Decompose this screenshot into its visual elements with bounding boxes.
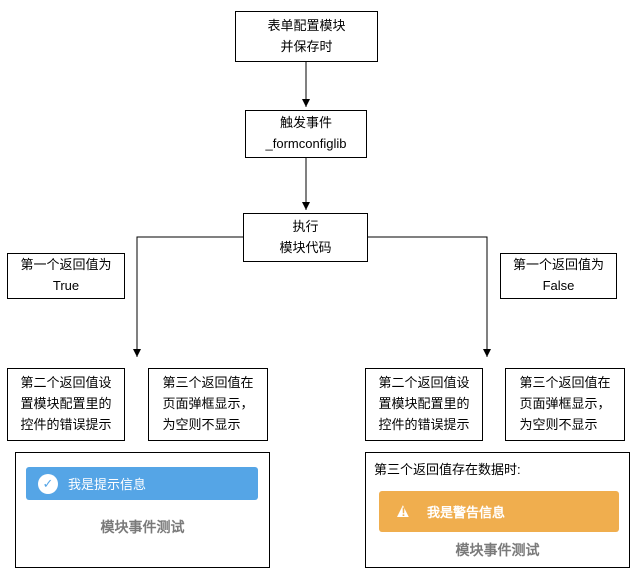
node-branch-false-label: 第一个返回值为 False	[512, 257, 604, 293]
example-caption-left: 模块事件测试	[100, 519, 185, 535]
example-panel-warning: 第三个返回值存在数据时: ▲ ! 我是警告信息 模块事件测试	[365, 452, 630, 568]
node-form-config-save-label: 表单配置模块 并保存时	[267, 17, 346, 54]
warning-toast: ▲ ! 我是警告信息	[379, 491, 619, 532]
node-branch-true: 第一个返回值为 True	[7, 253, 125, 299]
node-trigger-event-label: 触发事件 _formconfiglib	[265, 115, 347, 151]
warning-panel-label: 第三个返回值存在数据时:	[374, 462, 521, 477]
node-true-second-return-label: 第二个返回值设 置模块配置里的 控件的错误提示	[20, 375, 112, 432]
info-toast: ✓ 我是提示信息	[26, 467, 258, 500]
node-true-third-return-label: 第三个返回值在 页面弹框显示， 为空则不显示	[162, 375, 254, 432]
exclamation-glyph: !	[401, 504, 406, 519]
node-execute-module-code: 执行 模块代码	[243, 213, 368, 262]
info-toast-text: 我是提示信息	[68, 477, 147, 492]
check-circle-icon: ✓	[38, 473, 58, 494]
node-branch-false: 第一个返回值为 False	[500, 253, 617, 299]
warning-triangle-icon: ▲ !	[393, 499, 415, 522]
node-false-third-return: 第三个返回值在 页面弹框显示， 为空则不显示	[505, 368, 625, 441]
node-trigger-event: 触发事件 _formconfiglib	[245, 110, 367, 158]
node-execute-module-code-label: 执行 模块代码	[279, 218, 332, 255]
node-true-third-return: 第三个返回值在 页面弹框显示， 为空则不显示	[148, 368, 268, 441]
check-glyph: ✓	[42, 475, 54, 491]
node-false-third-return-label: 第三个返回值在 页面弹框显示， 为空则不显示	[519, 375, 611, 432]
example-panel-success: ✓ 我是提示信息 模块事件测试	[15, 452, 270, 568]
warning-toast-text: 我是警告信息	[427, 505, 506, 520]
node-false-second-return: 第二个返回值设 置模块配置里的 控件的错误提示	[365, 368, 483, 441]
node-false-second-return-label: 第二个返回值设 置模块配置里的 控件的错误提示	[378, 375, 470, 432]
node-true-second-return: 第二个返回值设 置模块配置里的 控件的错误提示	[7, 368, 125, 441]
example-caption-right: 模块事件测试	[455, 542, 540, 558]
triangle-glyph: ▲	[393, 499, 413, 522]
node-branch-true-label: 第一个返回值为 True	[20, 257, 112, 293]
node-form-config-save: 表单配置模块 并保存时	[235, 11, 378, 62]
